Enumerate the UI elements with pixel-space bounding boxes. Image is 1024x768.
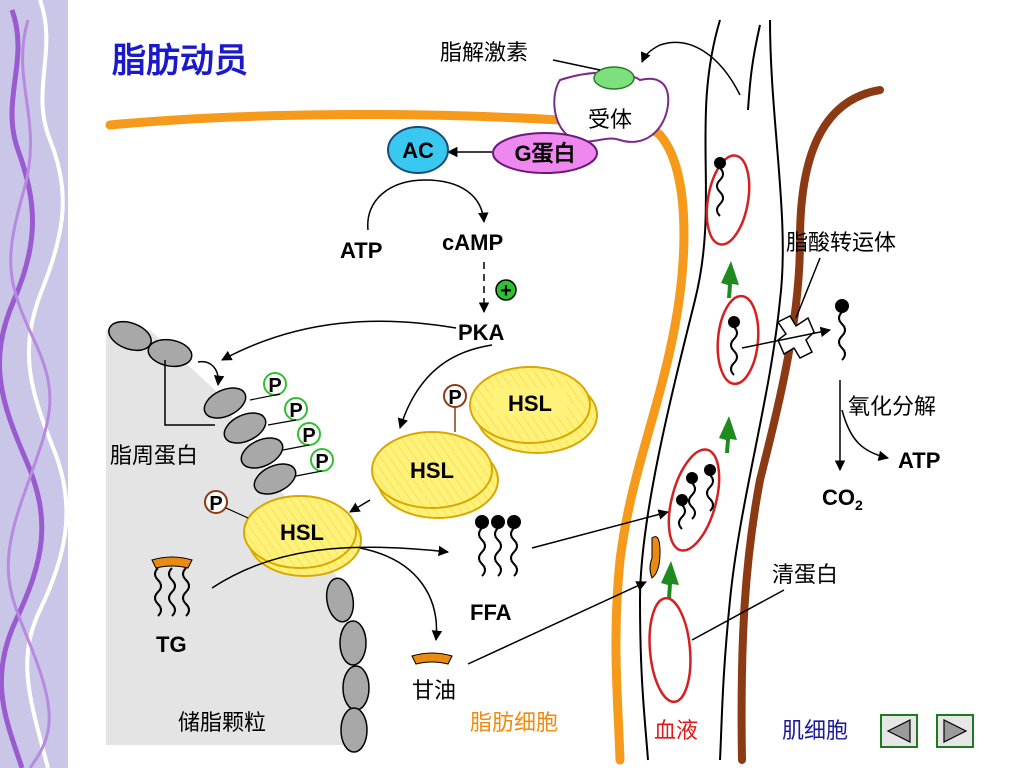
ac-label: AC [402,138,434,163]
atp-right-label: ATP [898,448,940,473]
muscle-cell-label: 肌细胞 [782,719,848,744]
adipocyte-membrane [105,110,689,765]
atp-left-label: ATP [340,238,382,263]
svg-text:P: P [209,493,222,515]
activation-plus: + [495,279,517,302]
hsl-label-inactive: HSL [508,391,552,416]
hsl-phosphorylated: HSL [371,431,499,519]
blood-vessel-wall-left [638,19,721,761]
next-slide-button[interactable] [936,714,974,748]
hsl-label-phosphorylated: HSL [410,458,454,483]
prev-slide-button[interactable] [880,714,918,748]
triglyceride: TG [151,556,193,657]
muscle-membrane [737,86,884,764]
page-title: 脂肪动员 [112,41,248,81]
svg-text:P: P [448,387,461,409]
camp-label: cAMP [442,230,503,255]
adipocyte-label: 脂肪细胞 [470,711,558,736]
g-protein: G蛋白 [492,132,598,174]
free-fatty-acids [475,515,521,577]
hsl-label-active: HSL [280,520,324,545]
phospho-groups: P P P P [249,372,334,477]
decorative-sidebar [0,0,69,768]
lipid-droplet-region [106,330,356,745]
green-arrows [661,261,739,598]
svg-text:P: P [302,425,315,447]
fatty-acids-in-blood [676,157,740,530]
glycerol-molecule [411,652,453,665]
albumin-label: 清蛋白 [772,563,838,588]
tg-label: TG [156,632,187,657]
triangle-right-icon [943,719,968,743]
svg-text:+: + [500,280,512,302]
blood-vessel-wall-right [719,19,784,761]
glycerol-label: 甘油 [412,679,456,704]
lipid-droplet-label: 储脂颗粒 [178,711,266,736]
g-protein-label: G蛋白 [514,141,575,166]
hormone-label: 脂解激素 [440,41,528,66]
receptor: 受体 [553,66,670,143]
perilipin-chain [108,320,370,753]
oxidation-label: 氧化分解 [848,395,936,420]
co2-label: CO2 [822,485,863,513]
svg-text:P: P [315,451,328,473]
svg-text:P: P [289,400,302,422]
fatty-acid-in-muscle [835,299,849,361]
hsl-inactive: HSL P [443,366,598,454]
blood-label: 血液 [654,719,698,744]
albumin-bound-glycerol [649,536,661,579]
svg-text:P: P [268,375,281,397]
hsl-active: HSL P [204,490,362,577]
adenylate-cyclase: AC [387,126,449,174]
triangle-left-icon [886,719,911,743]
ffa-label: FFA [470,600,512,625]
pka-label: PKA [458,320,505,345]
fa-transporter-label: 脂酸转运体 [786,231,896,256]
perilipin-label: 脂周蛋白 [110,444,198,469]
receptor-label: 受体 [588,108,632,133]
